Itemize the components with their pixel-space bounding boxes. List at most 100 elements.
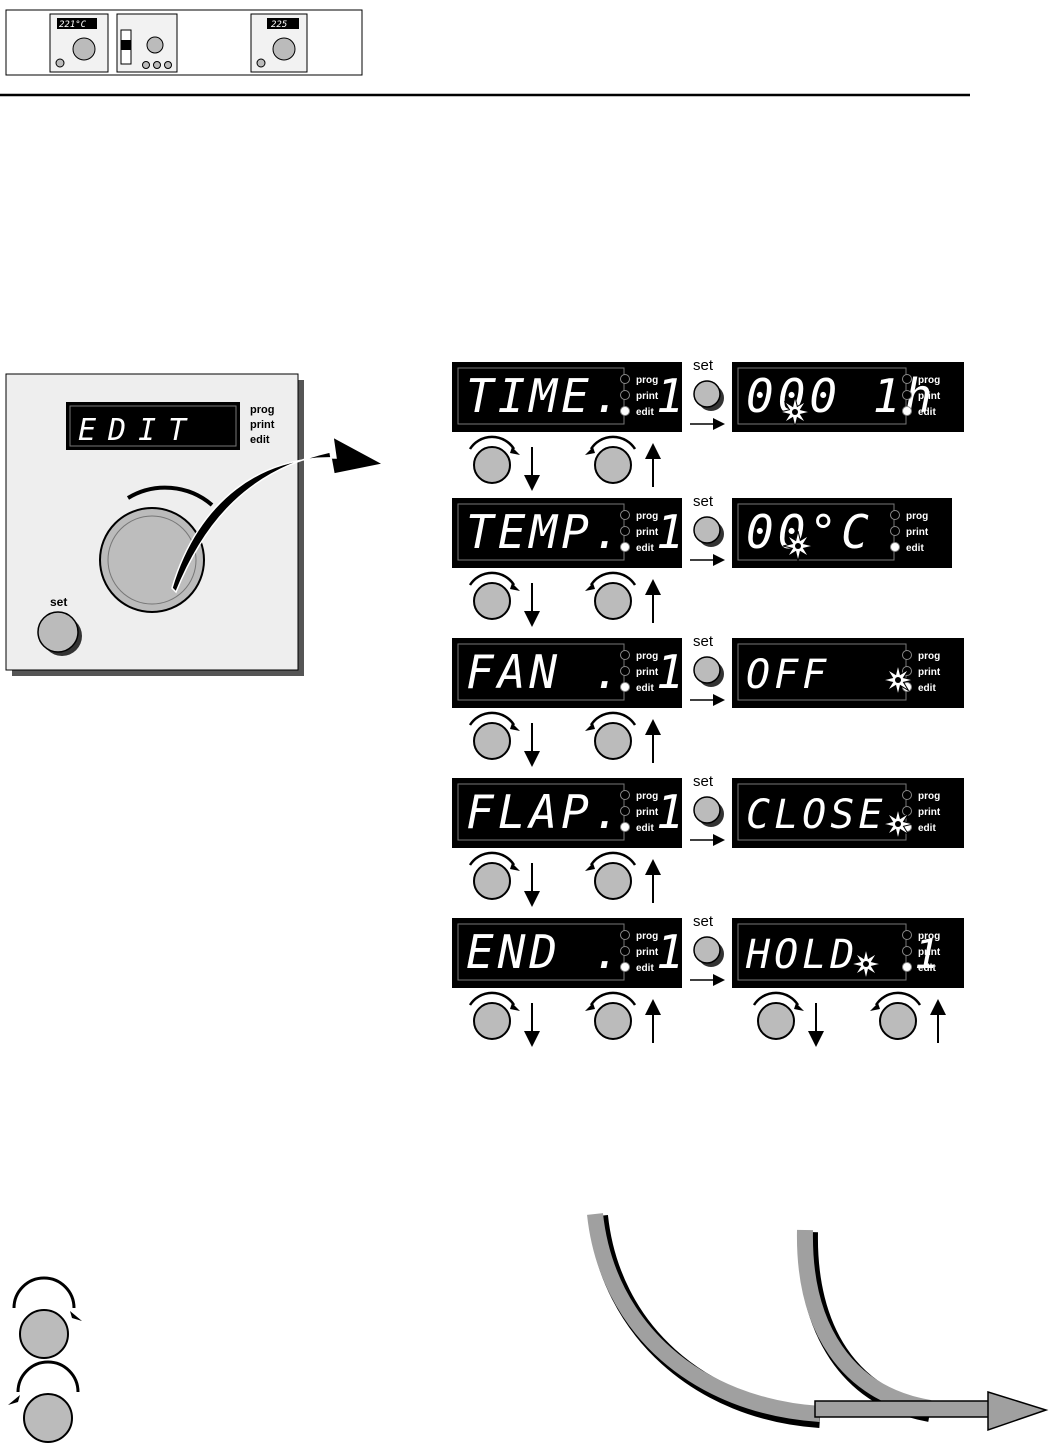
value-5-led-prog xyxy=(902,930,912,940)
thumbnail-display-1: 221°C xyxy=(59,20,87,30)
hold-knob-up-arc xyxy=(874,991,922,1006)
row-1-knob-down-arrowhead xyxy=(510,447,520,455)
param-2-label-print: print xyxy=(636,527,659,538)
hold-knob-up-arrowhead xyxy=(870,1003,880,1011)
row-1-knob-down-body[interactable] xyxy=(473,446,511,484)
controller-indicator-print: print xyxy=(250,419,275,431)
row-4-set-button[interactable] xyxy=(693,796,721,824)
row-1-knob-up-arc xyxy=(589,435,637,450)
param-4-led-edit xyxy=(620,822,630,832)
hold-knob-down-arrowhead xyxy=(794,1003,804,1011)
value-2-led-prog xyxy=(890,510,900,520)
param-2-led-print xyxy=(620,526,630,536)
row-4-knob-up-body[interactable] xyxy=(594,862,632,900)
hold-knob-down-arc xyxy=(752,991,800,1006)
row-2-knob-up-arc xyxy=(589,571,637,586)
row-4-knob-up-arrowhead xyxy=(585,863,595,871)
param-3-text: FAN . 1 xyxy=(466,645,688,699)
hold-knob-down[interactable] xyxy=(752,991,824,1047)
row-3-knob-up[interactable] xyxy=(585,711,661,763)
row-3-knob-down-arrowhead xyxy=(510,723,520,731)
param-1-display xyxy=(452,362,682,432)
row-1-knob-down-arc xyxy=(468,435,516,450)
param-3-led-prog xyxy=(620,650,630,660)
row-3-knob-up-arc xyxy=(589,711,637,726)
param-1-led-edit xyxy=(620,406,630,416)
value-5-flash-icon-center xyxy=(863,961,869,967)
row-5-knob-down[interactable] xyxy=(468,991,540,1047)
row-3-knob-up-body[interactable] xyxy=(594,722,632,760)
param-2-label-edit: edit xyxy=(636,543,654,554)
row-3-knob-up-arrowhead xyxy=(585,723,595,731)
param-1-label-edit: edit xyxy=(636,407,654,418)
value-2-flash-icon-center xyxy=(795,543,801,549)
row-5-knob-up-body[interactable] xyxy=(594,1002,632,1040)
param-4-text: FLAP. 1 xyxy=(466,785,688,839)
row-5-knob-up-arrowhead xyxy=(585,1003,595,1011)
row-4-knob-up[interactable] xyxy=(585,851,661,903)
row-4-set-label: set xyxy=(693,773,714,790)
value-3-flash-icon-center xyxy=(895,677,901,683)
param-5-led-prog xyxy=(620,930,630,940)
controller-set-button[interactable] xyxy=(37,611,79,653)
value-3-led-prog xyxy=(902,650,912,660)
row-5-knob-down-arc xyxy=(468,991,516,1006)
param-2-led-prog xyxy=(620,510,630,520)
param-5-led-edit xyxy=(620,962,630,972)
row-3-knob-down-body[interactable] xyxy=(473,722,511,760)
row-1-knob-up-body[interactable] xyxy=(594,446,632,484)
row-1-set-button[interactable] xyxy=(693,380,721,408)
row-5-set-button[interactable] xyxy=(693,936,721,964)
row-5-knob-up[interactable] xyxy=(585,991,661,1043)
row-2-knob-down[interactable] xyxy=(468,571,540,627)
row-5-set-label: set xyxy=(693,913,714,930)
row-4-knob-down-body[interactable] xyxy=(473,862,511,900)
param-4-led-prog xyxy=(620,790,630,800)
param-5-label-prog: prog xyxy=(636,931,658,942)
hold-knob-down-body[interactable] xyxy=(757,1002,795,1040)
param-1-led-prog xyxy=(620,374,630,384)
row-2-knob-up[interactable] xyxy=(585,571,661,623)
row-5-knob-down-body[interactable] xyxy=(473,1002,511,1040)
value-3-label-print: print xyxy=(918,667,941,678)
hold-knob-up[interactable] xyxy=(870,991,946,1043)
row-2-knob-down-body[interactable] xyxy=(473,582,511,620)
value-4-label-prog: prog xyxy=(918,791,940,802)
value-4-label-print: print xyxy=(918,807,941,818)
value-2-led-edit xyxy=(890,542,900,552)
row-1-knob-up[interactable] xyxy=(585,435,661,487)
param-3-label-prog: prog xyxy=(636,651,658,662)
hold-knob-up-body[interactable] xyxy=(879,1002,917,1040)
param-5-led-print xyxy=(620,946,630,956)
value-1-flash-icon-center xyxy=(792,409,798,415)
value-5-text: HOLD. 1 xyxy=(745,932,943,978)
param-4-label-print: print xyxy=(636,807,659,818)
value-5-led-edit xyxy=(902,962,912,972)
value-1-led-prog xyxy=(902,374,912,384)
controller-indicator-prog: prog xyxy=(250,404,274,416)
row-2-set-button[interactable] xyxy=(693,516,721,544)
row-4-knob-down[interactable] xyxy=(468,851,540,907)
param-5-label-print: print xyxy=(636,947,659,958)
value-4-led-prog xyxy=(902,790,912,800)
controller-indicator-edit: edit xyxy=(250,434,270,446)
row-3-set-button[interactable] xyxy=(693,656,721,684)
row-1-knob-down[interactable] xyxy=(468,435,540,491)
value-4-label-edit: edit xyxy=(918,823,936,834)
value-4-flash-icon-center xyxy=(895,821,901,827)
value-2-label-print: print xyxy=(906,527,929,538)
legend-knob-clockwise xyxy=(12,1276,82,1359)
row-2-knob-up-body[interactable] xyxy=(594,582,632,620)
thumbnail-panel-3: 225 xyxy=(250,13,308,73)
value-3-display xyxy=(732,638,964,708)
param-1-text: TIME. 1 xyxy=(466,369,688,423)
param-4-label-prog: prog xyxy=(636,791,658,802)
row-5-knob-down-arrowhead xyxy=(510,1003,520,1011)
row-4-knob-down-arc xyxy=(468,851,516,866)
row-3-knob-down[interactable] xyxy=(468,711,540,767)
param-2-led-edit xyxy=(620,542,630,552)
